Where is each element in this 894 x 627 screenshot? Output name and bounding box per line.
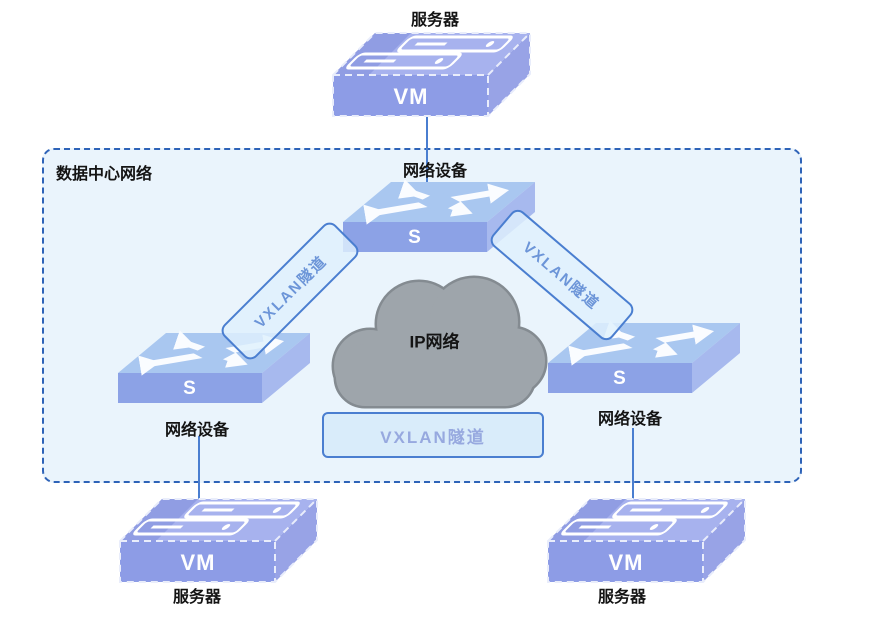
vxlan-tunnel-bottom-label: VXLAN隧道	[380, 427, 486, 447]
vm-box-label: VM	[180, 550, 216, 575]
vm-server-icon	[546, 497, 747, 584]
server-bottom-left-caption: 服务器	[172, 589, 222, 606]
network-device-right-caption: 网络设备	[597, 411, 663, 428]
ip-network-cloud: IP网络	[322, 266, 547, 416]
vm-server-icon	[118, 497, 319, 584]
switch-box-label: S	[408, 227, 422, 248]
vxlan-tunnel-bottom: VXLAN隧道	[322, 412, 544, 458]
network-device-left-caption: 网络设备	[164, 422, 230, 439]
server-node-bottom-left: VM	[118, 497, 319, 584]
server-top-caption: 服务器	[410, 12, 460, 29]
switch-box-label: S	[613, 368, 627, 389]
vm-server-icon	[331, 31, 532, 118]
server-node-bottom-right: VM	[546, 497, 747, 584]
switch-box-label: S	[183, 378, 197, 399]
link-switch-right-to-server	[632, 428, 634, 502]
ip-network-label: IP网络	[409, 332, 460, 352]
server-node-top: VM	[331, 31, 532, 118]
switch-icon	[118, 333, 310, 403]
switch-node-right: S	[548, 323, 740, 393]
switch-node-left: S	[118, 333, 310, 403]
link-switch-left-to-server	[198, 436, 200, 502]
switch-node-top: S	[343, 182, 535, 252]
vm-box-label: VM	[393, 84, 429, 109]
network-device-top-caption: 网络设备	[402, 163, 468, 180]
datacenter-network-label: 数据中心网络	[56, 166, 153, 183]
link-server-top-to-switch	[426, 115, 428, 186]
switch-icon	[548, 323, 740, 393]
vm-box-label: VM	[608, 550, 644, 575]
server-bottom-right-caption: 服务器	[597, 589, 647, 606]
